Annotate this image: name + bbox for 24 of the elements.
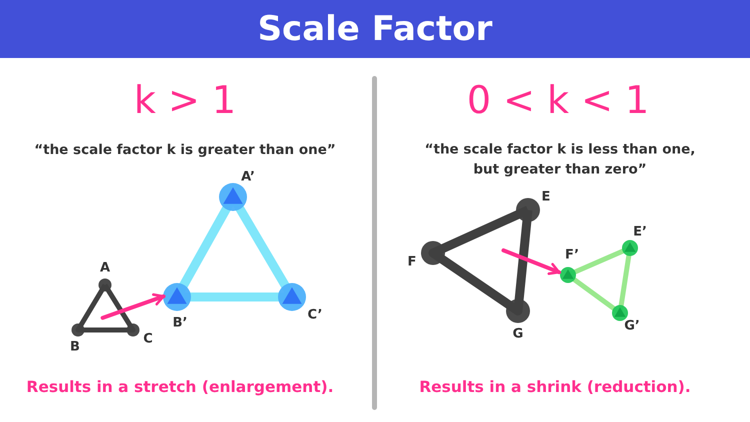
small-triangle-drawing xyxy=(70,277,141,338)
arrow xyxy=(100,293,166,320)
vertex-label: F xyxy=(408,254,416,270)
vertex-label: C’ xyxy=(308,308,322,322)
quote-text: “the scale factor k is less than one, but greater than zero” xyxy=(424,140,696,179)
heading: 0 < k < 1 xyxy=(466,78,650,122)
heading: k > 1 xyxy=(134,78,236,122)
arrow xyxy=(502,248,561,275)
vertex-label: C xyxy=(143,332,153,346)
vertex-label: A’ xyxy=(241,170,255,184)
quote-text: “the scale factor k is greater than one” xyxy=(34,142,336,158)
vertex-label: A xyxy=(100,260,110,276)
vertex-label: F’ xyxy=(564,248,580,262)
result-text: Results in a shrink (reduction). xyxy=(419,378,691,396)
vertex-label: G’ xyxy=(624,318,640,334)
large-triangle-drawing xyxy=(162,182,307,312)
vertex-label: E’ xyxy=(633,224,647,240)
title: Scale Factor xyxy=(258,9,492,49)
vertex-label: B xyxy=(70,340,80,354)
result-text: Results in a stretch (enlargement). xyxy=(26,378,334,396)
large-triangle-drawing xyxy=(420,197,541,324)
vertex-label: G xyxy=(512,326,524,342)
vertex-label: E xyxy=(542,190,550,204)
vertex-label: B’ xyxy=(172,316,188,330)
